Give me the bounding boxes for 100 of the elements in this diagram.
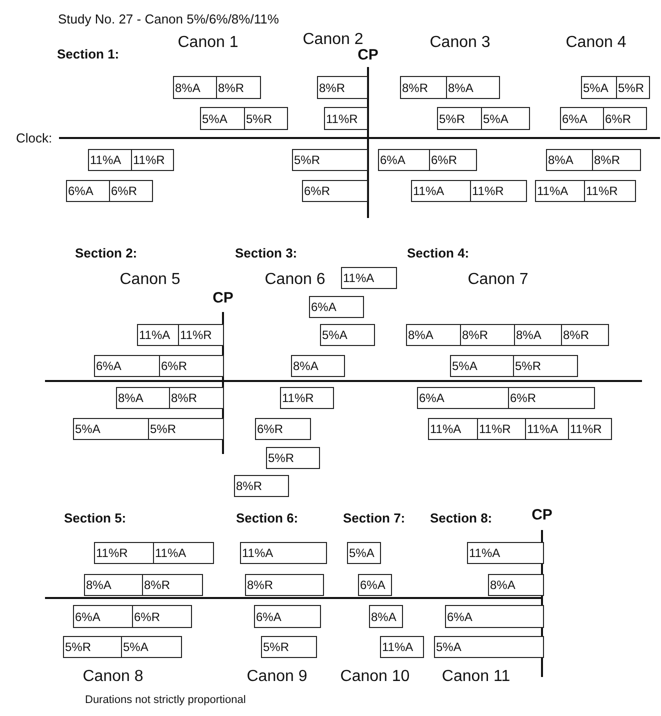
duration-box: 11%R bbox=[178, 324, 224, 346]
duration-box: 8%A bbox=[173, 76, 217, 99]
duration-box: 8%R bbox=[561, 324, 609, 346]
duration-box: 5%A bbox=[581, 76, 617, 99]
duration-box: 11%R bbox=[477, 418, 526, 440]
duration-box: 11%A bbox=[153, 542, 214, 564]
duration-box: 5%R bbox=[266, 447, 320, 469]
duration-box: 8%R bbox=[460, 324, 515, 346]
duration-box: 11%R bbox=[280, 387, 334, 409]
section-label: Section 2: bbox=[75, 246, 138, 260]
duration-box: 8%A bbox=[369, 605, 403, 628]
duration-box: 5%R bbox=[244, 107, 288, 130]
duration-box: 5%R bbox=[261, 636, 317, 658]
duration-box: 11%A bbox=[240, 542, 327, 564]
duration-box: 6%A bbox=[73, 605, 133, 628]
duration-box: 5%R bbox=[292, 149, 368, 171]
duration-box: 8%R bbox=[317, 76, 368, 99]
duration-box: 8%R bbox=[169, 387, 224, 409]
duration-box: 5%R bbox=[513, 355, 578, 377]
duration-box: 8%A bbox=[488, 574, 544, 596]
duration-box: 11%R bbox=[94, 542, 154, 564]
duration-box: 8%R bbox=[234, 475, 289, 497]
cp-label: CP bbox=[358, 46, 378, 64]
section-label: Section 5: bbox=[64, 510, 126, 526]
duration-box: 11%R bbox=[584, 180, 636, 202]
duration-box: 11%A bbox=[137, 324, 179, 346]
duration-box: 11%R bbox=[470, 180, 527, 202]
duration-box: 6%A bbox=[445, 605, 544, 628]
duration-box: 5%R bbox=[148, 418, 224, 440]
duration-box: 6%A bbox=[358, 574, 392, 596]
caption: Durations not strictly proportional bbox=[85, 694, 246, 706]
duration-box: 5%R bbox=[63, 636, 122, 658]
duration-box: 6%R bbox=[159, 355, 224, 377]
duration-box: 8%R bbox=[142, 574, 203, 596]
duration-box: 11%A bbox=[467, 542, 544, 564]
canon-label: Canon 4 bbox=[566, 34, 626, 52]
duration-box: 8%A bbox=[291, 355, 345, 377]
duration-box: 8%A bbox=[514, 324, 562, 346]
duration-box: 6%R bbox=[429, 149, 477, 171]
duration-box: 8%R bbox=[400, 76, 447, 99]
duration-box: 5%A bbox=[347, 542, 381, 564]
duration-box: 11%A bbox=[535, 180, 585, 202]
duration-box: 6%A bbox=[560, 107, 604, 130]
duration-box: 5%A bbox=[121, 636, 182, 658]
section-label: Section 6: bbox=[236, 510, 298, 526]
duration-box: 5%R bbox=[616, 76, 650, 99]
duration-box: 8%R bbox=[592, 149, 641, 171]
canon-label: Canon 7 bbox=[468, 271, 528, 289]
duration-box: 11%A bbox=[411, 180, 471, 202]
cp-label: CP bbox=[212, 290, 234, 306]
canon-label: Canon 2 bbox=[302, 31, 364, 49]
canon-label: Canon 3 bbox=[430, 34, 490, 52]
duration-box: 5%A bbox=[481, 107, 530, 130]
duration-box: 11%A bbox=[380, 636, 424, 658]
canon-label: Canon 8 bbox=[82, 668, 144, 686]
duration-box: 11%R bbox=[568, 418, 612, 440]
duration-box: 11%A bbox=[525, 418, 569, 440]
duration-box: 5%A bbox=[434, 636, 544, 658]
canon-label: Canon 1 bbox=[178, 34, 238, 52]
duration-box: 8%R bbox=[245, 574, 324, 596]
duration-box: 8%R bbox=[216, 76, 261, 99]
duration-box: 6%A bbox=[417, 387, 509, 409]
section-label: Section 7: bbox=[343, 510, 406, 526]
section-label: Section 3: bbox=[235, 246, 298, 260]
diagram-title: Study No. 27 - Canon 5%/6%/8%/11% bbox=[58, 12, 279, 26]
canon-label: Canon 5 bbox=[120, 271, 180, 289]
duration-box: 11%A bbox=[341, 267, 397, 289]
duration-box: 11%R bbox=[324, 107, 368, 130]
duration-box: 8%A bbox=[406, 324, 461, 346]
duration-box: 6%R bbox=[255, 418, 311, 440]
duration-box: 6%R bbox=[302, 180, 368, 202]
duration-box: 6%R bbox=[508, 387, 595, 409]
duration-box: 5%A bbox=[450, 355, 514, 377]
duration-box: 5%A bbox=[73, 418, 149, 440]
duration-box: 5%A bbox=[320, 324, 375, 346]
duration-box: 6%A bbox=[254, 605, 321, 628]
duration-box: 8%A bbox=[446, 76, 500, 99]
duration-box: 8%A bbox=[116, 387, 170, 409]
cp-label: CP bbox=[532, 506, 552, 524]
canon-label: Canon 11 bbox=[442, 668, 510, 686]
duration-box: 11%A bbox=[88, 149, 132, 171]
duration-box: 5%R bbox=[437, 107, 482, 130]
canon-label: Canon 9 bbox=[246, 668, 308, 686]
duration-box: 6%R bbox=[603, 107, 647, 130]
section-label: Section 4: bbox=[407, 246, 470, 260]
section-label: Section 8: bbox=[430, 510, 492, 526]
duration-box: 8%A bbox=[84, 574, 143, 596]
duration-box: 6%A bbox=[94, 355, 160, 377]
duration-box: 11%A bbox=[428, 418, 478, 440]
duration-box: 11%R bbox=[131, 149, 174, 171]
clock-label: Clock: bbox=[16, 130, 52, 146]
duration-box: 5%A bbox=[200, 107, 245, 130]
duration-box: 6%A bbox=[309, 296, 364, 318]
duration-box: 8%A bbox=[546, 149, 593, 171]
duration-box: 6%R bbox=[109, 180, 153, 202]
canon-label: Canon 10 bbox=[340, 668, 410, 686]
duration-box: 6%A bbox=[66, 180, 110, 202]
canon-label: Canon 6 bbox=[264, 271, 326, 289]
section-label: Section 1: bbox=[57, 46, 120, 62]
duration-box: 6%R bbox=[132, 605, 192, 628]
